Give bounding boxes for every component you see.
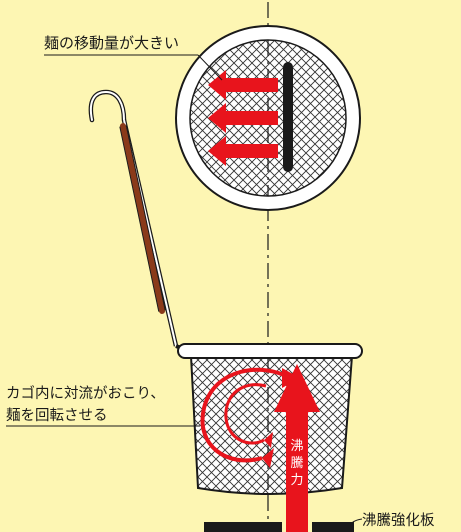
- boiling-plate-label: 沸騰強化板: [362, 511, 435, 529]
- basket-handle: [88, 89, 187, 352]
- boiling-plate-left: [204, 522, 282, 532]
- magnified-view: [175, 25, 361, 211]
- boiling-force-char-3: 力: [290, 473, 303, 488]
- boiling-force-char-1: 沸: [290, 439, 303, 454]
- handle-grip: [120, 123, 165, 314]
- boiling-force-char-2: 騰: [290, 455, 303, 471]
- arrow-left-2: [208, 103, 278, 133]
- convection-label-line2: 麺を回転させる: [6, 407, 108, 424]
- noodle-arrows: [208, 70, 278, 166]
- noodle-basket: [177, 343, 363, 495]
- arrow-left-3: [208, 136, 278, 166]
- noodle-movement-label: 麺の移動量が大きい: [44, 34, 179, 52]
- convection-label-line1: カゴ内に対流がおこり、: [6, 384, 165, 402]
- arrow-left-1: [208, 70, 278, 100]
- boiling-plate-right: [312, 522, 354, 532]
- plate-bar: [283, 62, 293, 172]
- basket-rim: [177, 343, 363, 359]
- boiling-force-arrow: 沸 騰 力: [274, 364, 320, 532]
